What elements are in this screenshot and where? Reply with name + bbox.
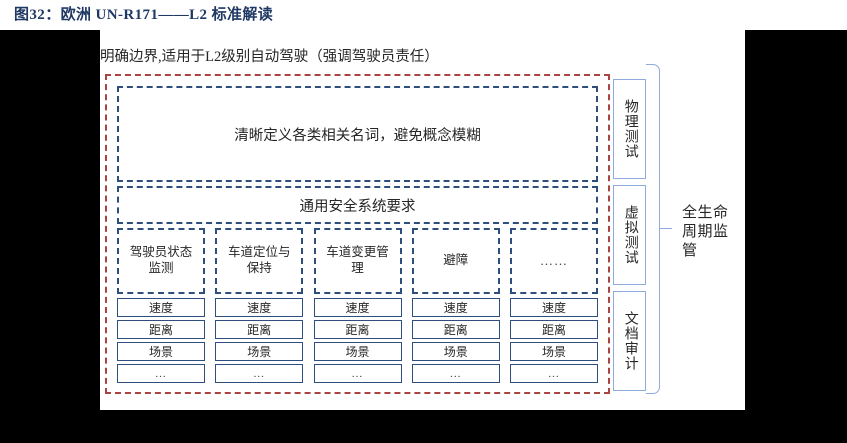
cell-speed: 速度 (510, 298, 598, 317)
column-obstacle-avoidance: 避障 速度 距离 场景 ... (411, 228, 500, 388)
cell-more: ... (411, 364, 500, 383)
cell-scenario: 场景 (411, 342, 500, 361)
column-title: 车道变更管理 (313, 228, 402, 294)
row-general-safety-label: 通用安全系统要求 (299, 198, 416, 215)
cell-distance: 距离 (313, 320, 402, 339)
column-title: …… (510, 228, 598, 294)
cell-speed: 速度 (215, 298, 304, 317)
cell-scenario: 场景 (215, 342, 304, 361)
cell-scenario: 场景 (313, 342, 402, 361)
cell-stack: 速度 距离 场景 ... (313, 298, 402, 383)
cell-distance: 距离 (510, 320, 598, 339)
cell-stack: 速度 距离 场景 ... (411, 298, 500, 383)
cell-more: ... (215, 364, 304, 383)
column-group: 驾驶员状态监测 速度 距离 场景 ... 车道定位与保持 速度 距离 场景 ..… (117, 228, 598, 388)
column-more: …… 速度 距离 场景 ... (510, 228, 598, 388)
cell-more: ... (117, 364, 205, 383)
side-box-virtual-test: 虚拟测试 (613, 185, 646, 285)
row-definitions-label: 清晰定义各类相关名词，避免概念模糊 (234, 127, 481, 144)
row-general-safety: 通用安全系统要求 (117, 186, 598, 224)
row-definitions: 清晰定义各类相关名词，避免概念模糊 (117, 86, 598, 182)
left-vertical-rule (86, 30, 88, 410)
page-background-top (0, 0, 847, 30)
cell-more: ... (510, 364, 598, 383)
outer-dashed-frame (105, 74, 610, 394)
column-lane-change: 车道变更管理 速度 距离 场景 ... (313, 228, 402, 388)
cell-speed: 速度 (411, 298, 500, 317)
cell-stack: 速度 距离 场景 ... (117, 298, 205, 383)
cell-scenario: 场景 (117, 342, 205, 361)
column-driver-monitoring: 驾驶员状态监测 速度 距离 场景 ... (117, 228, 205, 388)
side-box-physical-test: 物理测试 (613, 79, 646, 179)
figure-title: 图32：欧洲 UN-R171——L2 标准解读 (14, 7, 274, 23)
cell-distance: 距离 (411, 320, 500, 339)
column-title: 车道定位与保持 (215, 228, 304, 294)
brace-stub-line (660, 228, 672, 229)
cell-distance: 距离 (117, 320, 205, 339)
side-box-document-audit: 文档审计 (613, 291, 646, 391)
column-title: 避障 (411, 228, 500, 294)
diagram-header-text: 明确边界,适用于L2级别自动驾驶（强调驾驶员责任） (100, 49, 439, 65)
cell-distance: 距离 (215, 320, 304, 339)
cell-stack: 速度 距离 场景 ... (215, 298, 304, 383)
cell-more: ... (313, 364, 402, 383)
lifecycle-supervision-label: 全生命周期监管 (682, 205, 729, 260)
brace-connector (646, 64, 660, 394)
cell-stack: 速度 距离 场景 ... (510, 298, 598, 383)
cell-speed: 速度 (117, 298, 205, 317)
cell-scenario: 场景 (510, 342, 598, 361)
cell-speed: 速度 (313, 298, 402, 317)
column-lane-keeping: 车道定位与保持 速度 距离 场景 ... (215, 228, 304, 388)
column-title: 驾驶员状态监测 (117, 228, 205, 294)
